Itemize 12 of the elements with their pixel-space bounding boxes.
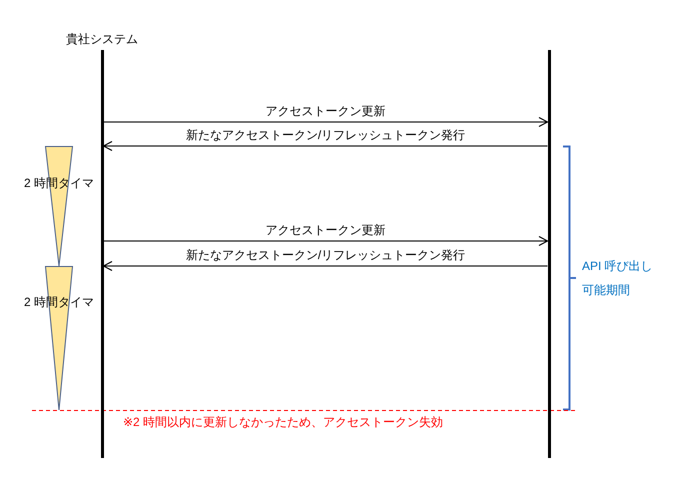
arrow <box>102 260 548 272</box>
arrow <box>102 140 548 152</box>
period-label: API 呼び出し可能期間 <box>582 258 654 299</box>
participant-label: 貴社システム <box>66 31 138 47</box>
edge-label: 新たなアクセストークン/リフレッシュトークン発行 <box>186 127 466 143</box>
edge-label: 新たなアクセストークン/リフレッシュトークン発行 <box>186 247 466 263</box>
arrow <box>103 116 548 128</box>
edge-label: アクセストークン更新 <box>266 103 386 119</box>
edge-label: アクセストークン更新 <box>266 222 386 238</box>
lifeline <box>548 50 550 458</box>
note: ※2 時間以内に更新しなかったため、アクセストークン失効 <box>123 414 444 430</box>
arrow <box>103 236 548 246</box>
